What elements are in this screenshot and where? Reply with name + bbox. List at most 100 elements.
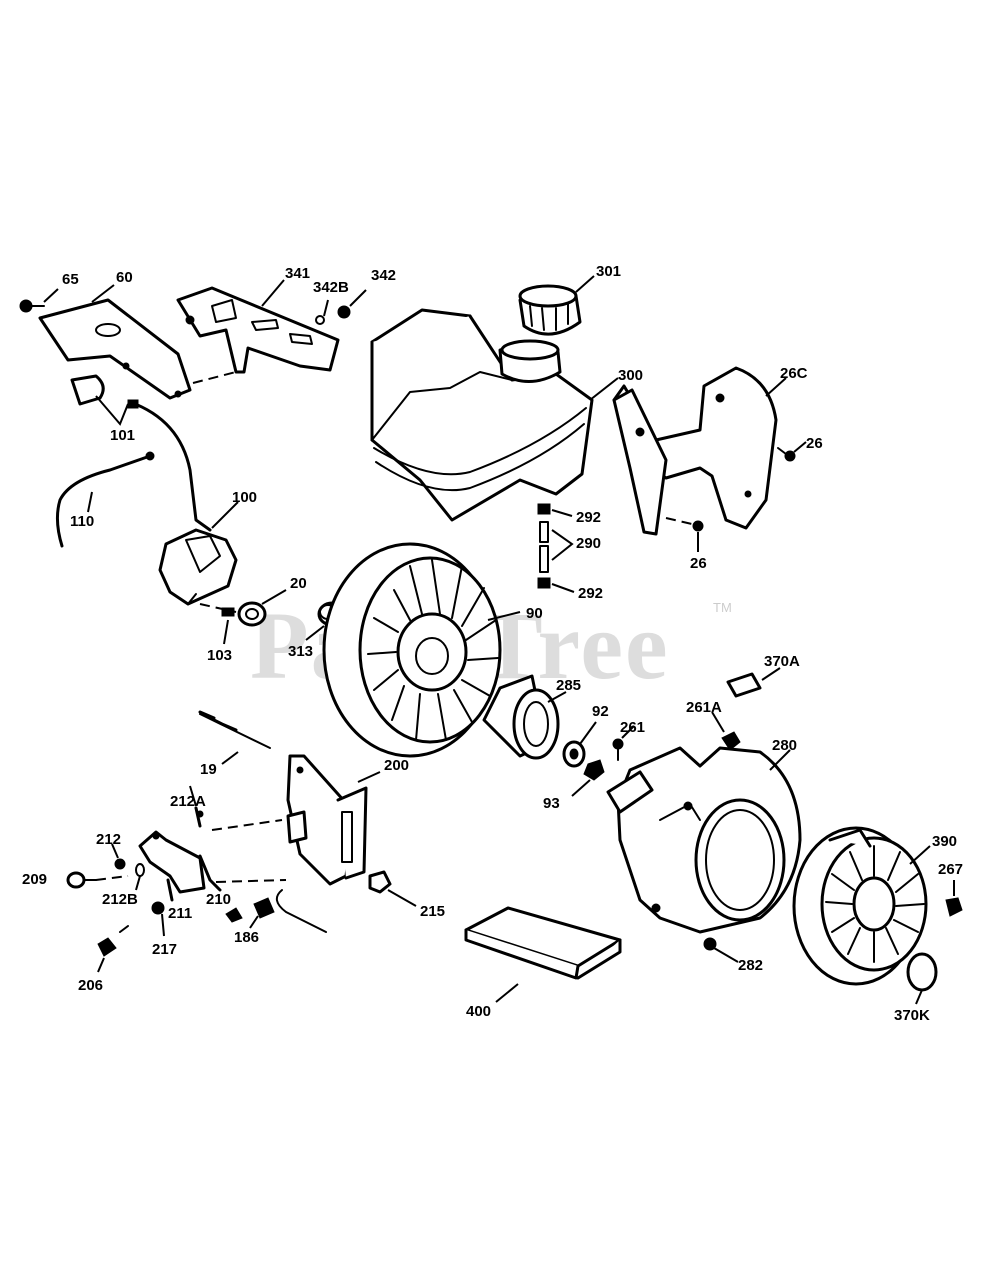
leader-261a <box>711 711 725 733</box>
label-92: 92 <box>592 703 609 720</box>
part-93-nut[interactable] <box>583 759 605 781</box>
leader-341 <box>261 279 285 307</box>
part-217-knob[interactable] <box>151 901 165 915</box>
leader-186 <box>249 915 259 929</box>
part-290-fuel-line[interactable] <box>539 521 549 573</box>
leader-313 <box>305 625 325 641</box>
leader-292b <box>551 583 575 593</box>
part-342-nut[interactable] <box>337 305 351 319</box>
part-200-control-plate[interactable] <box>286 754 368 886</box>
part-60-bracket[interactable] <box>38 298 192 400</box>
part-282-screw[interactable] <box>703 937 717 951</box>
part-65-screw[interactable] <box>19 299 45 313</box>
label-370k: 370K <box>894 1007 930 1024</box>
label-400: 400 <box>466 1003 491 1020</box>
part-210-lever[interactable] <box>198 854 222 892</box>
part-390-rewind-starter[interactable] <box>792 826 928 986</box>
part-209-screw[interactable] <box>66 871 97 889</box>
part-211-screw[interactable] <box>225 907 243 923</box>
part-90-flywheel[interactable] <box>322 542 502 758</box>
part-292-clamp-top[interactable] <box>537 503 551 515</box>
leader-282 <box>713 947 739 963</box>
part-341-control-bracket[interactable] <box>176 286 340 374</box>
part-212a-spring[interactable] <box>194 806 204 828</box>
part-285-starter-cup[interactable] <box>482 674 560 760</box>
leader-215 <box>387 889 417 907</box>
part-20-seal[interactable] <box>237 601 267 627</box>
leader-101 <box>95 395 129 426</box>
leader-60 <box>91 284 115 303</box>
label-26c: 26C <box>780 365 808 382</box>
part-400-air-filter[interactable] <box>464 906 622 980</box>
leader-212 <box>111 843 119 859</box>
part-26c-bracket[interactable] <box>612 366 778 536</box>
part-280-blower-housing[interactable] <box>606 746 802 934</box>
leader-93 <box>571 779 591 797</box>
label-20: 20 <box>290 575 307 592</box>
label-103: 103 <box>207 647 232 664</box>
label-215: 215 <box>420 903 445 920</box>
label-206: 206 <box>78 977 103 994</box>
part-100-ignition-module[interactable] <box>127 399 238 606</box>
leader-300 <box>589 377 619 401</box>
part-103-screw[interactable] <box>221 607 235 617</box>
part-19-cable[interactable] <box>198 710 271 749</box>
dashline-100-103 <box>199 603 237 613</box>
part-370k-decal[interactable] <box>906 952 938 992</box>
part-212b-washer[interactable] <box>135 863 145 877</box>
leader-301 <box>575 275 595 293</box>
label-100: 100 <box>232 489 257 506</box>
label-370a: 370A <box>764 653 800 670</box>
label-267: 267 <box>938 861 963 878</box>
part-212-washer[interactable] <box>114 858 126 870</box>
part-261a-screw[interactable] <box>721 731 741 751</box>
leader-26a <box>793 441 807 453</box>
leader-206 <box>97 957 105 973</box>
label-209: 209 <box>22 871 47 888</box>
leader-100 <box>211 501 239 529</box>
label-280: 280 <box>772 737 797 754</box>
label-26b: 26 <box>690 555 707 572</box>
part-206-screw[interactable] <box>97 925 129 957</box>
label-285: 285 <box>556 677 581 694</box>
part-301-fuel-cap[interactable] <box>518 284 582 336</box>
leader-212b <box>135 875 141 891</box>
leader-65 <box>43 288 59 303</box>
label-313: 313 <box>288 643 313 660</box>
leader-19 <box>221 751 239 765</box>
part-212-lever[interactable] <box>138 830 206 902</box>
label-217: 217 <box>152 941 177 958</box>
leader-292a <box>551 509 573 517</box>
label-261: 261 <box>620 719 645 736</box>
label-212a: 212A <box>170 793 206 810</box>
dashline-60-341 <box>192 371 237 384</box>
label-292b: 292 <box>578 585 603 602</box>
part-92-washer[interactable] <box>562 740 586 768</box>
part-26-screw-a[interactable] <box>777 447 796 462</box>
part-292-clamp-bottom[interactable] <box>537 577 551 589</box>
part-261-screw[interactable] <box>612 738 624 761</box>
leader-342 <box>349 289 367 307</box>
label-210: 210 <box>206 891 231 908</box>
leader-400 <box>495 983 519 1003</box>
leader-110 <box>87 491 93 513</box>
part-186-link[interactable] <box>253 889 327 933</box>
leader-217 <box>161 913 165 937</box>
label-60: 60 <box>116 269 133 286</box>
part-300-fuel-tank[interactable] <box>370 308 594 522</box>
label-300: 300 <box>618 367 643 384</box>
leader-92 <box>579 721 597 745</box>
part-26-screw-b[interactable] <box>692 520 704 532</box>
part-267-screw[interactable] <box>945 897 963 917</box>
label-390: 390 <box>932 833 957 850</box>
leader-90 <box>487 611 521 621</box>
part-101-clip[interactable] <box>70 374 105 406</box>
leader-261 <box>621 725 635 739</box>
leader-290 <box>551 529 574 561</box>
label-211: 211 <box>168 905 192 922</box>
part-342b-washer[interactable] <box>315 315 325 325</box>
part-215-clip[interactable] <box>368 870 392 894</box>
label-212: 212 <box>96 831 121 848</box>
part-370a-decal[interactable] <box>726 672 762 698</box>
part-110-wire[interactable] <box>55 451 155 548</box>
